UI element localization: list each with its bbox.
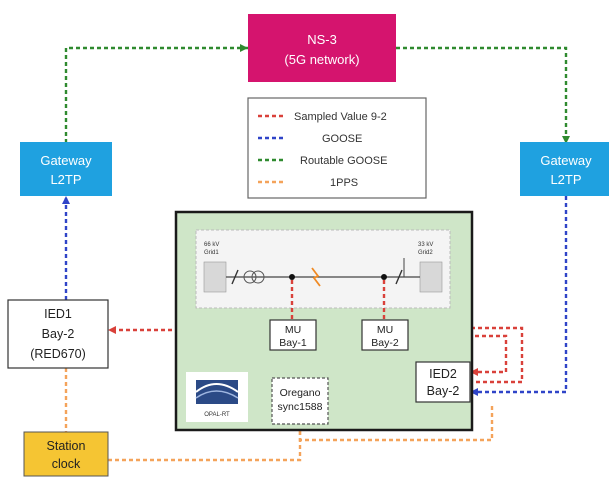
ied2-title: IED2	[429, 367, 457, 381]
legend: Sampled Value 9-2 GOOSE Routable GOOSE 1…	[247, 97, 427, 199]
single-line-diagram: 66 kV Grid1 33 kV Grid2	[195, 229, 451, 309]
breaker-icon	[395, 269, 403, 285]
oregano-subtitle: sync1588	[278, 401, 323, 413]
gateway-left-subtitle: L2TP	[50, 172, 81, 187]
ied2-node: IED2 Bay-2	[415, 361, 471, 403]
legend-label-routable-goose: Routable GOOSE	[300, 155, 387, 167]
legend-label-goose: GOOSE	[322, 133, 362, 145]
pps-link-oregano	[108, 424, 302, 462]
mu-bay1: MU Bay-1	[269, 319, 317, 351]
grid-left-name: Grid1	[204, 250, 219, 256]
gateway-left: Gateway L2TP	[20, 142, 112, 196]
routable-goose-link-right	[396, 46, 568, 142]
arrow-head-icon	[108, 326, 116, 334]
gateway-right-title: Gateway	[540, 153, 592, 168]
ied1-model: (RED670)	[30, 347, 86, 361]
ns3-title: NS-3	[307, 32, 337, 47]
sampled-value-link-mu2-inner	[412, 334, 508, 374]
fault-icon	[311, 267, 321, 287]
arrow-head-icon	[470, 368, 478, 376]
breaker-icon	[231, 269, 239, 285]
transformer-icon	[243, 270, 257, 284]
opal-rt-logo-text: OPAL-RT	[204, 412, 230, 418]
legend-label-pps: 1PPS	[330, 177, 358, 189]
arrow-head-icon	[562, 136, 570, 144]
station-clock-title: Station	[47, 439, 86, 453]
routable-goose-link-left	[64, 46, 248, 142]
gateway-left-title: Gateway	[40, 153, 92, 168]
ied1-title: IED1	[44, 307, 72, 321]
station-clock-subtitle: clock	[52, 457, 81, 471]
mu-bay1-title: MU	[285, 324, 301, 336]
grid-right-name: Grid2	[418, 250, 433, 256]
measurement-point-icon	[381, 274, 387, 280]
ns3-node: NS-3 (5G network)	[248, 14, 396, 82]
arrow-head-icon	[470, 388, 478, 396]
goose-link-right	[474, 196, 568, 394]
ied2-bay: Bay-2	[427, 384, 460, 398]
mu-bay1-subtitle: Bay-1	[279, 337, 307, 349]
mu-bay2: MU Bay-2	[361, 319, 409, 351]
grid-left-voltage: 66 kV	[204, 242, 219, 248]
gateway-right: Gateway L2TP	[520, 142, 609, 196]
grid-left-block	[203, 261, 227, 293]
oregano-sync: Oregano sync1588	[271, 377, 329, 425]
legend-label-sampled-value: Sampled Value 9-2	[294, 111, 387, 123]
grid-right-voltage: 33 kV	[418, 242, 433, 248]
arrow-head-icon	[240, 44, 248, 52]
ns3-subtitle: (5G network)	[284, 52, 359, 67]
opal-rt-logo: OPAL-RT	[186, 372, 248, 422]
station-clock-node: Station clock	[23, 431, 109, 477]
oregano-title: Oregano	[280, 387, 321, 399]
pps-link-ied2	[298, 404, 494, 442]
measurement-point-icon	[289, 274, 295, 280]
ied1-node: IED1 Bay-2 (RED670)	[7, 299, 109, 369]
mu-bay2-subtitle: Bay-2	[371, 337, 399, 349]
grid-right-block	[419, 261, 443, 293]
ied1-bay: Bay-2	[42, 327, 75, 341]
arrow-head-icon	[62, 196, 70, 204]
mu-bay2-title: MU	[377, 324, 393, 336]
gateway-right-subtitle: L2TP	[550, 172, 581, 187]
